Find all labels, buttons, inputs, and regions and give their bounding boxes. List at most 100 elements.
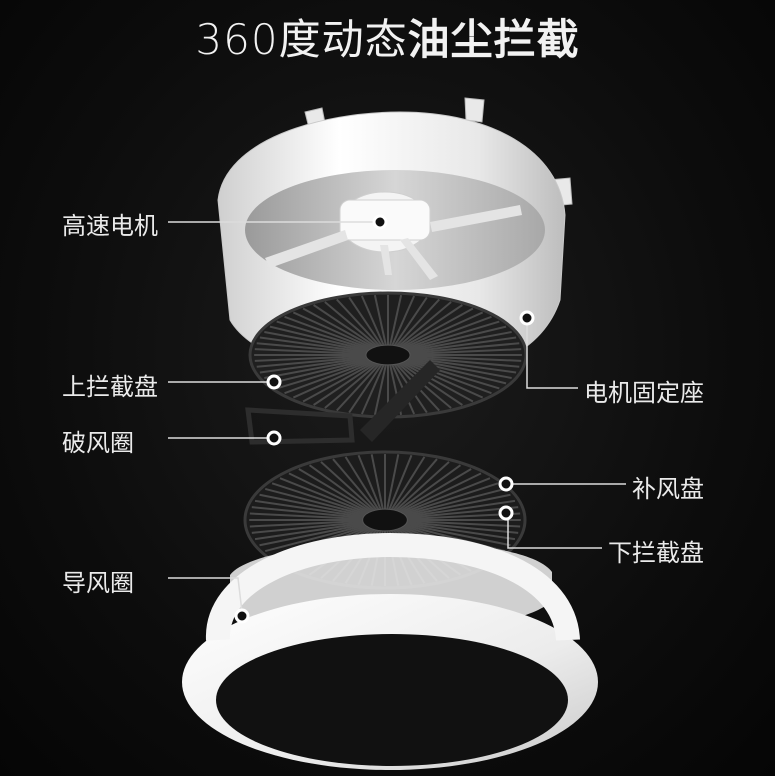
- leader-lines: [168, 221, 626, 613]
- grille-spoke: [401, 520, 519, 534]
- grille-spoke: [392, 461, 450, 514]
- grille-spoke: [396, 360, 463, 406]
- grille-spoke: [308, 464, 377, 515]
- title-bold: 油尘拦截: [407, 15, 580, 64]
- grille-spoke: [400, 499, 516, 519]
- grille-spoke: [336, 298, 383, 349]
- grille-spoke: [373, 294, 388, 348]
- guide-ring: [182, 532, 598, 770]
- grille-spoke: [360, 295, 386, 349]
- grille-spoke: [400, 522, 511, 547]
- grille-spoke: [404, 354, 522, 362]
- grille-spoke: [403, 331, 512, 354]
- grille-spoke: [390, 458, 438, 514]
- grille-spoke: [389, 456, 426, 513]
- grille-spoke: [402, 357, 507, 385]
- grille-spoke: [399, 359, 484, 399]
- grille-spoke: [344, 456, 381, 513]
- grille-spoke: [395, 301, 452, 350]
- grille-spoke: [264, 522, 371, 553]
- grille-spoke: [251, 506, 369, 520]
- grille-spoke: [396, 304, 463, 350]
- grille-spoke: [251, 520, 369, 534]
- grille-hub: [365, 344, 411, 366]
- title-light: 360度动态: [195, 15, 408, 64]
- grille-spoke: [396, 472, 482, 516]
- marker-guide-ring: [234, 608, 250, 624]
- grille-spoke: [269, 357, 374, 385]
- grille-spoke: [398, 359, 474, 403]
- grille-spoke: [401, 506, 519, 520]
- label-upper-disc: 上拦截盘: [62, 373, 158, 401]
- grille-spoke: [264, 487, 371, 518]
- grille-spoke: [336, 361, 383, 412]
- grille-spoke: [288, 472, 374, 516]
- grille-spoke: [324, 301, 381, 350]
- label-motor-mount: 电机固定座: [584, 379, 704, 407]
- grille-spoke: [387, 454, 413, 513]
- grille-spoke: [254, 499, 370, 519]
- label-supplement-disc: 补风盘: [632, 475, 704, 503]
- grille-spoke: [271, 482, 372, 517]
- grille-spoke: [404, 348, 522, 356]
- grille-spoke: [259, 493, 370, 518]
- grille-spoke: [302, 307, 378, 351]
- grille-spoke: [320, 461, 378, 514]
- grille-spoke: [393, 464, 462, 515]
- grille-spoke: [254, 354, 372, 362]
- grille-spoke: [292, 311, 377, 351]
- grille-spoke: [279, 477, 373, 516]
- grille-spoke: [398, 307, 474, 351]
- grille-spoke: [348, 296, 385, 349]
- grille-spoke: [400, 315, 492, 352]
- grille-spoke: [332, 458, 380, 514]
- grille-spoke: [401, 358, 500, 390]
- grille-spoke: [388, 294, 403, 348]
- label-breaker-ring: 破风圈: [62, 429, 134, 457]
- grille-spoke: [259, 356, 373, 374]
- grille-spoke: [399, 311, 484, 351]
- grille-hub: [362, 508, 408, 532]
- grille-spoke: [402, 325, 507, 353]
- grille-spoke: [259, 522, 370, 547]
- breaker-ring: [245, 360, 440, 445]
- grille-spoke: [403, 356, 512, 379]
- marker-motor: [372, 214, 388, 230]
- grille-spoke: [259, 336, 373, 354]
- grille-spoke: [399, 487, 506, 518]
- grille-spoke: [264, 356, 373, 379]
- grille-spoke: [397, 477, 491, 516]
- grille-spoke: [393, 298, 440, 349]
- label-guide-ring: 导风圈: [62, 569, 134, 597]
- grille-spoke: [276, 320, 375, 352]
- grille-spoke: [254, 348, 372, 356]
- grille-spoke: [292, 359, 377, 399]
- grille-spoke: [400, 358, 492, 395]
- marker-motor-mount: [519, 310, 535, 326]
- grille-spoke: [398, 482, 499, 517]
- grille-spoke: [404, 342, 520, 355]
- grille-spoke: [284, 315, 376, 352]
- label-motor: 高速电机: [62, 212, 158, 240]
- grille-spoke: [403, 356, 517, 374]
- grille-spoke: [403, 336, 517, 354]
- grille-spoke: [360, 361, 386, 415]
- grille-spoke: [302, 359, 378, 403]
- grille-spoke: [256, 355, 372, 368]
- marker-upper-disc: [266, 374, 282, 390]
- grille-spoke: [256, 342, 372, 355]
- grille-spoke: [357, 454, 383, 513]
- callout-markers: [234, 214, 535, 624]
- grille-spoke: [391, 296, 428, 349]
- grille-spoke: [313, 304, 380, 350]
- grille-spoke: [254, 521, 370, 541]
- grille-spoke: [298, 468, 375, 515]
- grille-spoke: [264, 331, 373, 354]
- grille-spoke: [401, 320, 500, 352]
- grille-spoke: [390, 295, 416, 349]
- upper-disc: [248, 291, 528, 419]
- grille-spoke: [276, 358, 375, 390]
- grille-spoke: [385, 454, 400, 513]
